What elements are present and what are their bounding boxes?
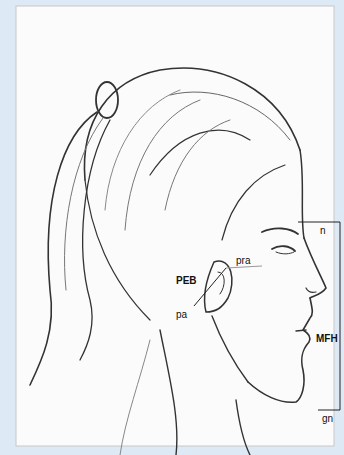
measure-label: MFH — [316, 334, 338, 344]
panel — [16, 6, 334, 446]
face-drawing — [30, 68, 326, 455]
peb-line — [194, 268, 226, 306]
landmark-label: gn — [322, 414, 333, 424]
mfh-bracket — [298, 222, 340, 410]
landmark-label: pra — [236, 256, 250, 266]
landmark-label: pa — [176, 310, 187, 320]
measure-lines — [194, 222, 340, 410]
measure-label: PEB — [176, 276, 197, 286]
landmark-label: n — [320, 226, 326, 236]
pra-leader — [226, 266, 262, 268]
